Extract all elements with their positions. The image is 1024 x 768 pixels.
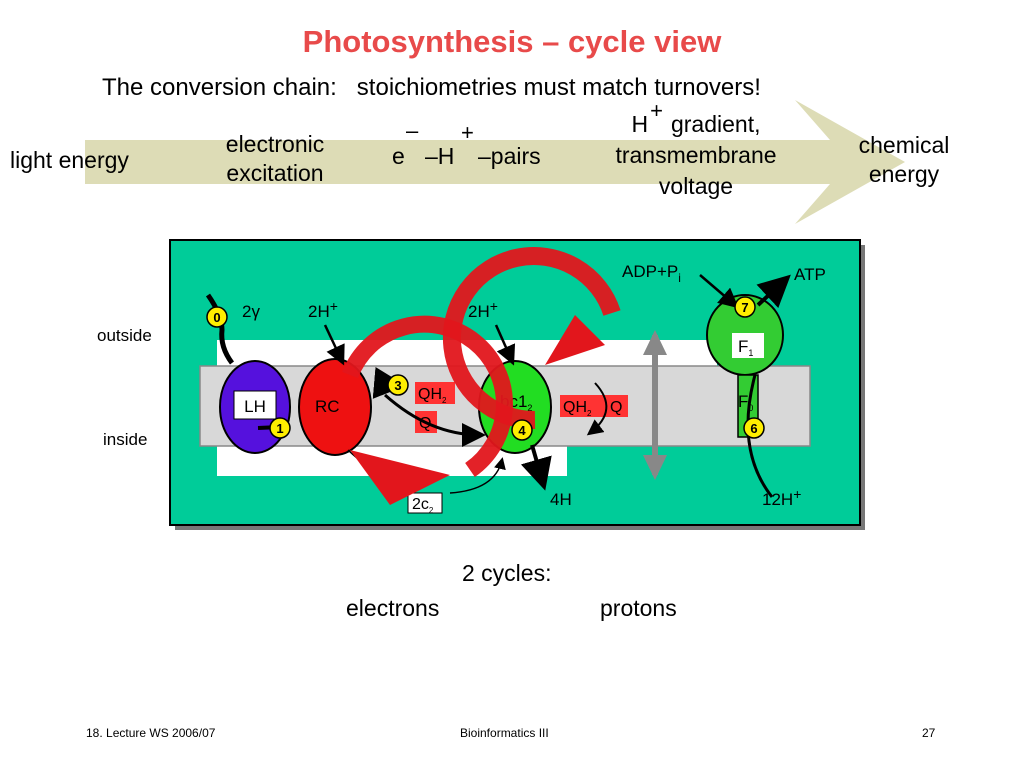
label-excitation: excitation bbox=[226, 160, 324, 186]
label-chemical: chemical bbox=[858, 132, 950, 158]
electron-cycle-arrow bbox=[342, 315, 513, 477]
lh-label: LH bbox=[244, 397, 266, 416]
gradient-line-2: transmembrane bbox=[615, 142, 777, 168]
svg-text:3: 3 bbox=[394, 378, 401, 393]
label-energy: energy bbox=[868, 161, 940, 187]
gradient-plus: + bbox=[650, 98, 663, 123]
gradient-h: H bbox=[631, 111, 649, 137]
label-light-energy: light energy bbox=[10, 147, 129, 173]
f1-label: F1 bbox=[738, 337, 753, 358]
svg-text:4: 4 bbox=[518, 423, 526, 438]
adp-label: ADP+Pi bbox=[622, 262, 681, 285]
cycles-electrons: electrons bbox=[346, 595, 440, 621]
gradient-word: gradient, bbox=[670, 111, 761, 137]
photons-label: 2γ bbox=[242, 302, 260, 321]
h-4-label: 4H bbox=[550, 490, 572, 509]
gradient-line-3: voltage bbox=[658, 173, 734, 199]
subtitle: The conversion chain: stoichiometries mu… bbox=[102, 74, 761, 101]
f0-label: F0 bbox=[738, 392, 753, 413]
label-inside: inside bbox=[103, 430, 148, 449]
h-mid-arrow bbox=[494, 324, 516, 366]
q-cycle-arrow bbox=[586, 382, 608, 436]
gradient-line-1: H+ gradient, bbox=[586, 98, 806, 139]
pairs-h: –H bbox=[425, 143, 455, 169]
pairs-minus: – bbox=[406, 118, 419, 143]
conversion-chain-arrow bbox=[85, 100, 905, 224]
h-left-arrow bbox=[323, 324, 345, 366]
adp-arrow bbox=[699, 274, 739, 309]
badge-0: 0 bbox=[206, 306, 228, 328]
h-left-label: 2H+ bbox=[308, 298, 338, 321]
label-h-gradient: H+ gradient, transmembrane voltage bbox=[586, 98, 806, 201]
q-tag-right: Q bbox=[610, 399, 622, 416]
h-4-arrow bbox=[520, 444, 552, 491]
c2-arrow-right bbox=[449, 457, 506, 494]
cycles-protons: protons bbox=[600, 595, 677, 621]
svg-text:1: 1 bbox=[276, 421, 283, 436]
badge-3: 3 bbox=[387, 374, 409, 396]
proton-cycle-head bbox=[545, 315, 605, 365]
membrane-diagram: LH RC bc12 F1 F0 QH2 Q QH2 Q 2c2 2γ 2H+ … bbox=[169, 239, 865, 530]
pairs-plus: + bbox=[461, 120, 474, 145]
label-outside: outside bbox=[97, 326, 152, 345]
pairs-end: –pairs bbox=[478, 143, 541, 169]
label-e-h-pairs: e – –H + –pairs bbox=[392, 118, 572, 180]
electron-cycle-head bbox=[350, 450, 450, 505]
footer-page-number: 27 bbox=[922, 726, 936, 740]
footer-lecture: 18. Lecture WS 2006/07 bbox=[86, 726, 216, 740]
footer-course: Bioinformatics III bbox=[460, 726, 549, 740]
label-chemical-energy: chemical energy bbox=[838, 131, 970, 189]
cycles-heading: 2 cycles: bbox=[462, 560, 552, 586]
proton-return-arrow bbox=[746, 374, 774, 498]
badge-1: 1 bbox=[269, 417, 291, 439]
qh2-transfer-arrow bbox=[384, 393, 486, 447]
pairs-e: e bbox=[392, 143, 405, 169]
photon-arrow bbox=[205, 293, 235, 365]
h-mid-label: 2H+ bbox=[468, 298, 498, 321]
svg-text:7: 7 bbox=[741, 300, 748, 315]
atp-label: ATP bbox=[794, 265, 826, 284]
label-electronic: electronic bbox=[225, 131, 325, 157]
rc-label: RC bbox=[315, 397, 340, 416]
proton-cycle-arrow bbox=[442, 247, 621, 430]
svg-text:0: 0 bbox=[213, 310, 220, 325]
qh2-tag-right: QH2 bbox=[563, 399, 592, 418]
badge-7: 7 bbox=[734, 296, 756, 318]
atp-arrow bbox=[756, 274, 791, 309]
badge-4: 4 bbox=[511, 419, 533, 441]
badge-6: 6 bbox=[743, 417, 765, 439]
page-title: Photosynthesis – cycle view bbox=[302, 24, 722, 59]
c2-label: 2c2 bbox=[412, 496, 434, 515]
svg-text:6: 6 bbox=[750, 421, 757, 436]
label-electronic-excitation: electronic excitation bbox=[200, 130, 350, 188]
qh2-tag-left: QH2 bbox=[418, 386, 447, 405]
